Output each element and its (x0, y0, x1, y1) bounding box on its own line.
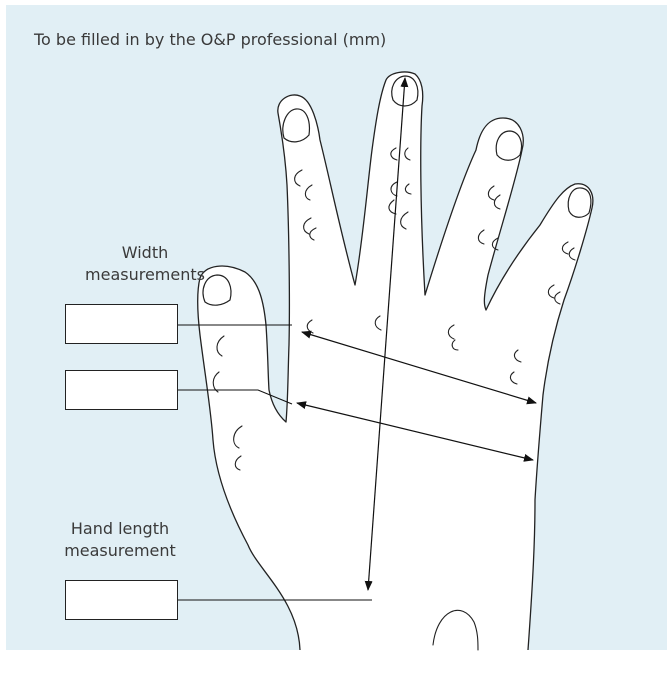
hand-length-label: Hand length measurement (45, 518, 195, 562)
width-label-line1: Width (70, 242, 220, 264)
hand-outline (198, 72, 593, 650)
width-measurements-label: Width measurements (70, 242, 220, 286)
length-label-line2: measurement (45, 540, 195, 562)
width-2-input[interactable] (65, 370, 178, 410)
width-1-input[interactable] (65, 304, 178, 344)
hand-length-input[interactable] (65, 580, 178, 620)
width-label-line2: measurements (70, 264, 220, 286)
length-label-line1: Hand length (45, 518, 195, 540)
